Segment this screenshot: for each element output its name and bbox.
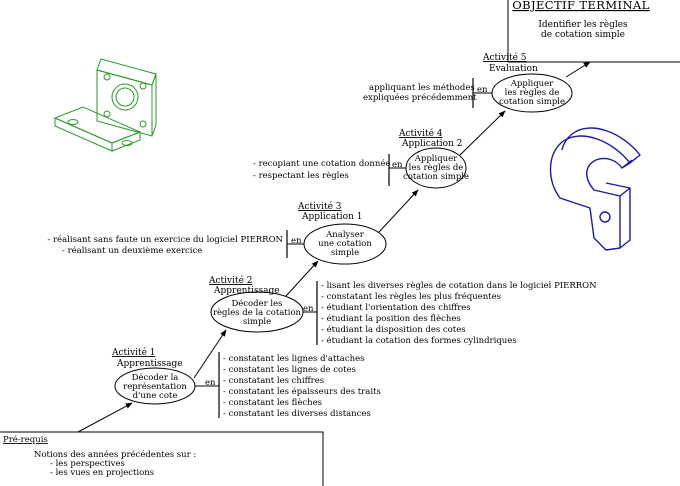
activity-2-ellipse-line-1: Décoder les [231, 298, 282, 309]
activity-3-number: Activité 3 [297, 201, 342, 212]
activity-1-phase: Apprentissage [116, 359, 183, 369]
activity-2-ellipse-line-3: simple [243, 317, 271, 327]
prerequis-item-1: - les perspectives [50, 459, 125, 469]
prerequis-item-2: - les vues en projections [50, 468, 154, 478]
objective-title: OBJECTIF TERMINAL [512, 0, 649, 12]
activity-1-method-1: - constatant les lignes d'attaches [223, 354, 364, 364]
activity-1-connector: en [205, 378, 216, 388]
activity-3-ellipse-line-2: une cotation [318, 239, 372, 249]
activity-1-number: Activité 1 [111, 347, 156, 358]
activity-4-method-2: - respectant les règles [253, 170, 349, 181]
activity-3: Activité 3 Application 1 Analyser une co… [47, 201, 387, 265]
objective-box: OBJECTIF TERMINAL Identifier les règles … [507, 0, 680, 63]
activity-2-method-5: - étudiant la disposition des cotes [321, 324, 466, 335]
arrow-act4-to-act5 [459, 110, 506, 156]
activity-4-connector: en [392, 160, 403, 170]
activity-2-method-1: - lisant les diverses règles de cotation… [321, 280, 597, 291]
arrow-prerequis-to-act1 [77, 402, 133, 433]
activity-5-number: Activité 5 [482, 52, 527, 63]
activity-4: Activité 4 Application 2 Appliquer les r… [253, 128, 469, 189]
activity-4-ellipse-line-2: les règles de [409, 162, 464, 173]
objective-line-1: Identifier les règles [538, 19, 628, 30]
arrow-act5-to-objective [565, 61, 591, 78]
activity-5-ellipse-line-2: les règles de [505, 87, 560, 98]
activity-3-ellipse-line-1: Analyser [325, 230, 365, 240]
activity-2-method-3: - étudiant l'orientation des chiffres [321, 302, 471, 313]
activity-1-ellipse-line-1: Décoder la [132, 372, 179, 383]
activity-4-ellipse-line-3: cotation simple [403, 172, 469, 182]
activity-3-ellipse-line-3: simple [331, 248, 359, 258]
activity-1-method-6: - constatant les diverses distances [223, 409, 371, 419]
activity-4-method-1: - recopiant une cotation donnée [253, 158, 390, 169]
activity-5-method-2: expliquées précédemment [363, 92, 477, 103]
progression-arrows [77, 61, 591, 433]
bracket-part-drawing [53, 58, 157, 152]
activity-1-method-4: - constatant les épaisseurs des traits [223, 386, 381, 397]
hook-part-drawing [549, 127, 641, 251]
activity-3-phase: Application 1 [301, 212, 362, 222]
activity-1-ellipse-line-3: d'une cote [133, 391, 178, 401]
activity-2-method-2: - constatant les règles les plus fréquen… [321, 291, 501, 302]
activity-2-ellipse-line-2: règles de la cotation [213, 307, 302, 318]
activity-5-ellipse-line-1: Appliquer [510, 79, 554, 89]
prerequis-title: Pré-requis [3, 434, 48, 445]
activity-3-method-2: - réalisant un deuxième exercice [62, 245, 202, 256]
arrow-act1-to-act2 [193, 329, 227, 379]
activity-4-phase: Application 2 [401, 139, 462, 149]
activity-3-method-1: - réalisant sans faute un exercice du lo… [47, 234, 283, 245]
activity-2-connector: en [303, 304, 314, 314]
activity-4-ellipse-line-1: Appliquer [414, 154, 458, 164]
activity-1-method-5: - constatant les flèches [223, 397, 322, 408]
prerequis-intro: Notions des années précédentes sur : [34, 449, 196, 460]
activity-1: Activité 1 Apprentissage Décoder la repr… [111, 347, 381, 419]
objective-line-2: de cotation simple [541, 30, 625, 40]
activity-5-ellipse-line-3: cotation simple [499, 97, 565, 107]
activity-1-ellipse-line-2: représentation [123, 381, 187, 392]
activity-1-method-3: - constatant les chiffres [223, 376, 324, 386]
activity-2-number: Activité 2 [208, 275, 253, 286]
activity-2-method-6: - étudiant la cotation des formes cylind… [321, 335, 517, 346]
activity-2-method-4: - étudiant la position des flèches [321, 313, 461, 324]
activity-5-method-1: appliquant les méthodes [369, 82, 475, 93]
arrow-act3-to-act4 [378, 189, 419, 233]
activity-5-connector: en [477, 85, 488, 95]
activity-5-phase: Evaluation [489, 64, 538, 74]
activity-2: Activité 2 Apprentissage Décoder les règ… [208, 275, 597, 346]
arrow-act2-to-act3 [285, 260, 319, 297]
activity-5: Activité 5 Evaluation Appliquer les règl… [363, 52, 573, 113]
activity-4-number: Activité 4 [398, 128, 443, 139]
prerequis-box: Pré-requis Notions des années précédente… [0, 431, 324, 486]
activity-1-method-2: - constatant les lignes de cotes [223, 365, 356, 375]
activity-3-connector: en [291, 236, 302, 246]
activity-2-phase: Apprentissage [213, 286, 280, 296]
